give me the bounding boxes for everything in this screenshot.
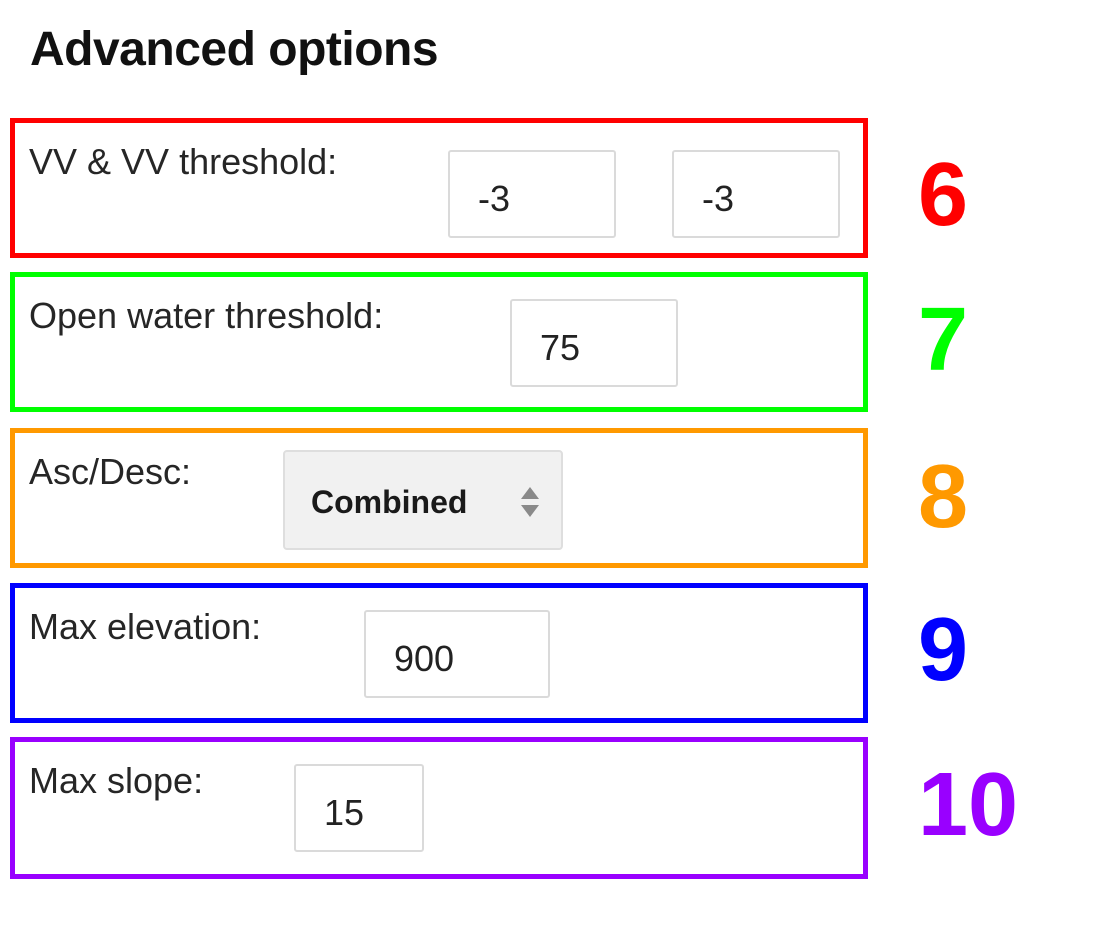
updown-arrows-icon [521,487,539,517]
asc-desc-row: Asc/Desc: Combined [10,428,868,568]
max-elevation-input[interactable]: 900 [364,610,550,698]
annotation-badge-8: 8 [918,447,969,547]
vv-threshold-row: VV & VV threshold: -3 -3 [10,118,868,258]
max-slope-row: Max slope: 15 [10,737,868,879]
max-elevation-row: Max elevation: 900 [10,583,868,723]
open-water-threshold-input[interactable]: 75 [510,299,678,387]
asc-desc-select[interactable]: Combined [283,450,563,550]
annotation-badge-6: 6 [918,145,969,245]
annotation-badge-9: 9 [918,600,969,700]
annotation-badge-7: 7 [918,290,969,390]
vv-threshold-input-1[interactable]: -3 [448,150,616,238]
max-slope-input[interactable]: 15 [294,764,424,852]
vv-threshold-input-2[interactable]: -3 [672,150,840,238]
open-water-threshold-label: Open water threshold: [29,295,384,336]
asc-desc-label: Asc/Desc: [29,451,192,492]
page-title: Advanced options [30,23,439,76]
open-water-threshold-row: Open water threshold: 75 [10,272,868,412]
max-slope-label: Max slope: [29,760,204,801]
max-elevation-label: Max elevation: [29,606,262,647]
annotation-badge-10: 10 [918,755,1019,855]
vv-threshold-label: VV & VV threshold: [29,141,338,182]
asc-desc-select-value: Combined [311,484,468,520]
